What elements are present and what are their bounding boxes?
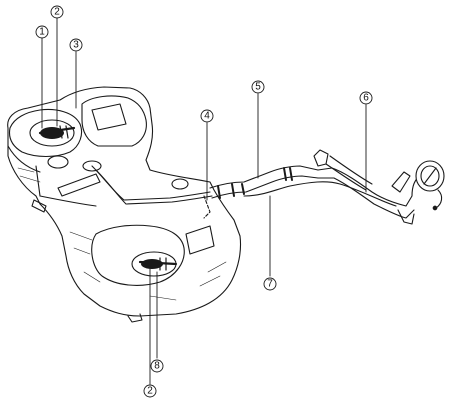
- hose-clamp: [283, 167, 293, 181]
- callout-circle: [251, 80, 265, 94]
- tank-rib: [35, 165, 41, 197]
- callout-label: 8: [154, 361, 160, 372]
- callout-circle: [359, 91, 373, 105]
- fuel-pump-lower: [131, 251, 178, 277]
- tank-shading: [17, 167, 227, 301]
- tank-bracket: [31, 199, 47, 213]
- callout-label: 7: [267, 279, 273, 290]
- pump-connector: [159, 257, 167, 271]
- callout-2-top: 2: [50, 5, 64, 19]
- tank-left-dome: [8, 108, 83, 158]
- callout-circle: [35, 25, 49, 39]
- tank-port: [82, 160, 102, 172]
- tank-rib: [39, 195, 97, 207]
- filler-neck-bend: [313, 149, 329, 167]
- callout-5: 5: [251, 80, 265, 94]
- filler-cap: [415, 160, 445, 211]
- filler-neck: [317, 177, 415, 219]
- callout-label: 3: [73, 40, 79, 51]
- pump-connector: [38, 126, 76, 135]
- tank-tab: [127, 313, 143, 323]
- callout-1: 1: [35, 25, 49, 39]
- pump-connector: [138, 260, 178, 266]
- filler-pipe: [209, 149, 421, 225]
- callout-circle: [69, 38, 83, 52]
- callout-7: 7: [263, 277, 277, 291]
- tank-recess: [185, 225, 215, 255]
- callout-3: 3: [69, 38, 83, 52]
- callout-label: 6: [363, 93, 369, 104]
- callout-label: 1: [39, 27, 45, 38]
- callout-8: 8: [150, 359, 164, 373]
- vent-tubes: [91, 165, 213, 219]
- filler-cap-inner: [420, 165, 440, 187]
- callout-label: 2: [147, 386, 153, 397]
- callout-6: 6: [359, 91, 373, 105]
- leader-lines: [41, 17, 367, 385]
- filler-neck-bend: [325, 155, 373, 191]
- filler-neck: [317, 167, 421, 207]
- callout-circle: [150, 359, 164, 373]
- tank-port: [47, 155, 69, 169]
- callout-label: 4: [204, 111, 210, 122]
- tank-recess: [91, 103, 127, 131]
- callout-circle: [143, 384, 157, 398]
- filler-bracket: [397, 209, 415, 225]
- vent-tube: [95, 169, 213, 205]
- tank-slot: [57, 173, 101, 197]
- hose-clamp: [217, 183, 245, 199]
- fuel-pump-upper: [29, 119, 76, 147]
- callout-circle: [50, 5, 64, 19]
- filler-hose: [209, 165, 319, 189]
- callout-circle: [200, 109, 214, 123]
- tank-hump: [81, 95, 147, 147]
- callout-label: 2: [54, 7, 60, 18]
- callout-4: 4: [200, 109, 214, 123]
- filler-hose: [211, 175, 319, 199]
- pump-connector: [59, 125, 69, 139]
- callout-circle: [263, 277, 277, 291]
- filler-cap-tether-end: [432, 205, 438, 211]
- filler-bracket: [391, 171, 411, 193]
- tank-lower-dome: [91, 224, 185, 286]
- vent-tube: [203, 195, 211, 219]
- callout-label: 5: [255, 82, 261, 93]
- callout-2-bottom: 2: [143, 384, 157, 398]
- callouts: 1 2 3 4 5 6 7 8: [35, 5, 373, 398]
- tank-port: [171, 178, 189, 190]
- filler-cap-handle: [423, 167, 437, 185]
- breather-line: [243, 181, 397, 207]
- filler-cap-tether: [435, 189, 443, 209]
